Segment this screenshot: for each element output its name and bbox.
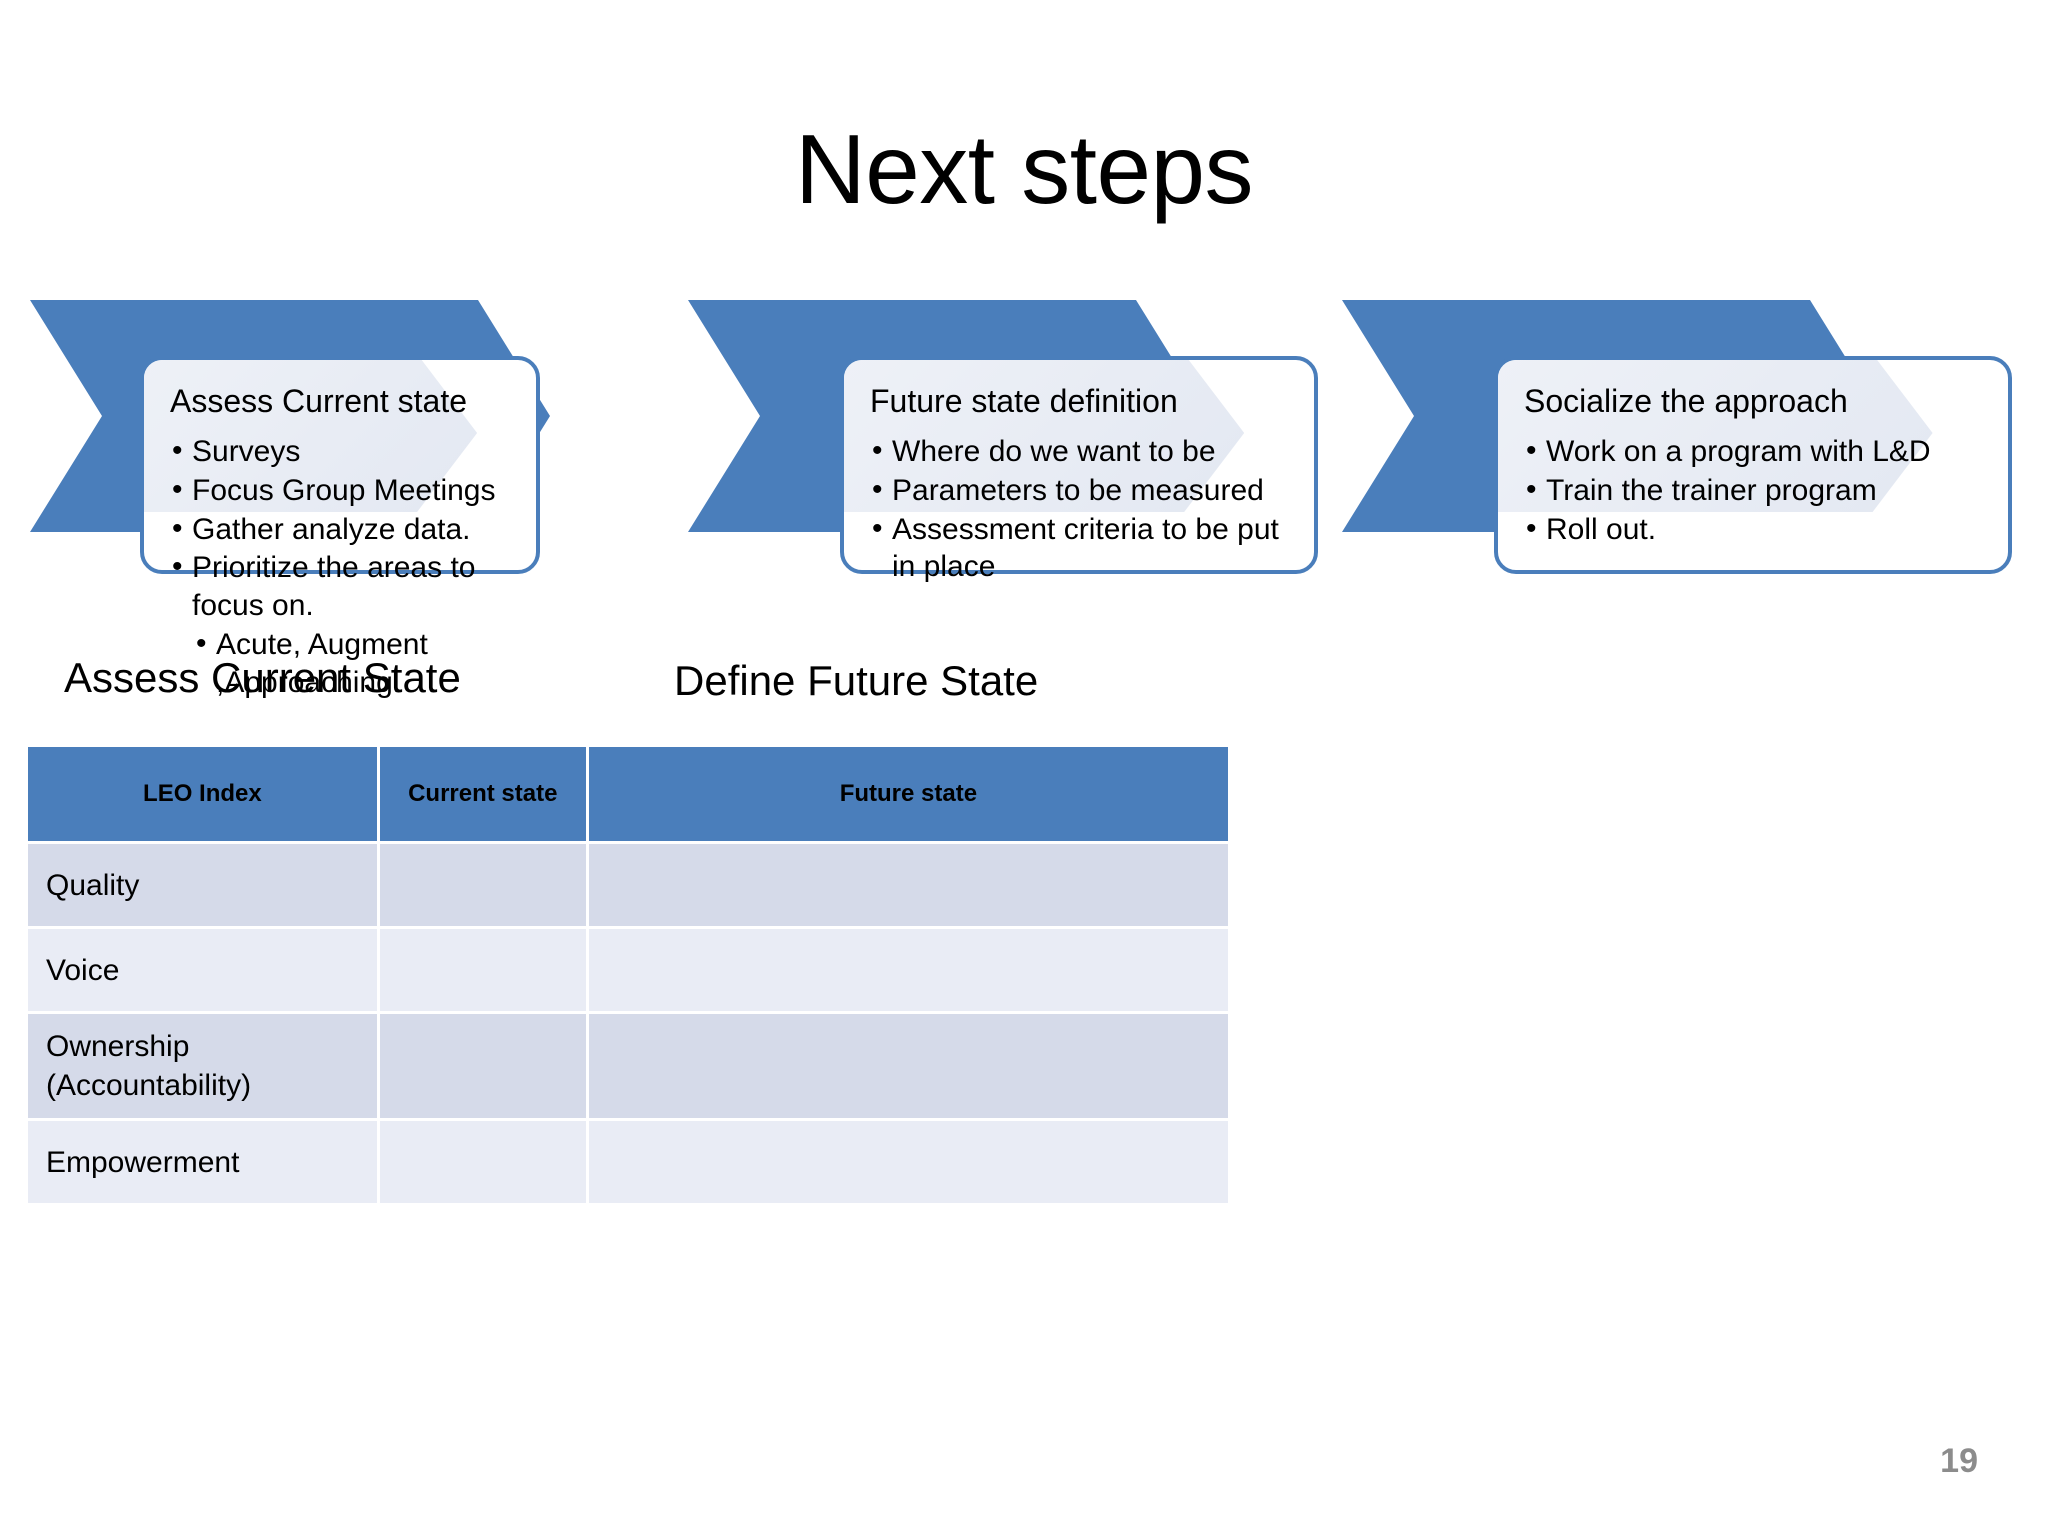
chevron-content-3: Socialize the approach Work on a program… [1498,360,2008,549]
chevron-heading-3: Socialize the approach [1524,383,1848,419]
chevron-bullet: Work on a program with L&D [1524,432,1994,471]
chevron-bullet: Parameters to be measured [870,471,1300,510]
chevron-content-2: Future state definition Where do we want… [844,360,1314,587]
chevron-bullet-list-2: Where do we want to be Parameters to be … [870,432,1300,587]
chevron-bullet: Assessment criteria to be put in place [870,510,1300,587]
cell-current-state[interactable] [379,844,589,926]
section-heading-assess-current-state: Assess Current State [64,654,461,701]
page-title: Next steps [795,114,1253,224]
process-chevron-row: Assess Current state Surveys Focus Group… [0,300,2048,699]
table-row[interactable]: Empowerment [28,1121,1228,1203]
table-header-row: LEO Index Current state Future state [28,747,1228,841]
process-step-2[interactable]: Future state definition Where do we want… [688,300,1338,600]
process-step-1[interactable]: Assess Current state Surveys Focus Group… [30,300,550,699]
cell-current-state[interactable] [379,1121,589,1203]
table-row[interactable]: Quality [28,844,1228,926]
leo-index-table[interactable]: LEO Index Current state Future state Qua… [28,744,1228,1206]
cell-leo-index: Empowerment [28,1121,380,1203]
column-header-leo-index: LEO Index [28,747,380,841]
cell-current-state[interactable] [379,1014,589,1118]
cell-future-state[interactable] [588,1121,1228,1203]
chevron-heading-2: Future state definition [870,383,1178,419]
cell-leo-index: Ownership (Accountability) [28,1014,380,1118]
chevron-content-1: Assess Current state Surveys Focus Group… [144,360,536,703]
chevron-bullet-list-3: Work on a program with L&D Train the tra… [1524,432,1994,549]
cell-future-state[interactable] [588,929,1228,1011]
chevron-bullet: Roll out. [1524,510,1994,549]
chevron-bullet: Surveys [170,432,522,471]
cell-leo-index: Voice [28,929,380,1011]
cell-current-state[interactable] [379,929,589,1011]
process-step-3[interactable]: Socialize the approach Work on a program… [1342,300,2032,600]
chevron-bullet: Gather analyze data. [170,510,522,549]
column-header-current-state: Current state [379,747,589,841]
cell-future-state[interactable] [588,1014,1228,1118]
table-row[interactable]: Voice [28,929,1228,1011]
chevron-callout-box-1[interactable]: Assess Current state Surveys Focus Group… [140,356,540,699]
page-number: 19 [1940,1442,1978,1480]
cell-future-state[interactable] [588,844,1228,926]
chevron-heading-1: Assess Current state [170,383,467,419]
section-heading-define-future-state: Define Future State [674,657,1039,704]
chevron-bullet: Focus Group Meetings [170,471,522,510]
cell-leo-index: Quality [28,844,380,926]
column-header-future-state: Future state [588,747,1228,841]
chevron-bullet-list-1: Surveys Focus Group Meetings Gather anal… [170,432,522,702]
table-row[interactable]: Ownership (Accountability) [28,1014,1228,1118]
chevron-callout-box-3[interactable]: Socialize the approach Work on a program… [1494,356,2012,574]
chevron-bullet-sub: Acute, Augment ,Approaching. [170,625,522,702]
chevron-bullet: Prioritize the areas to focus on. [170,548,522,625]
chevron-bullet: Train the trainer program [1524,471,1994,510]
chevron-callout-box-2[interactable]: Future state definition Where do we want… [840,356,1318,583]
chevron-bullet: Where do we want to be [870,432,1300,471]
